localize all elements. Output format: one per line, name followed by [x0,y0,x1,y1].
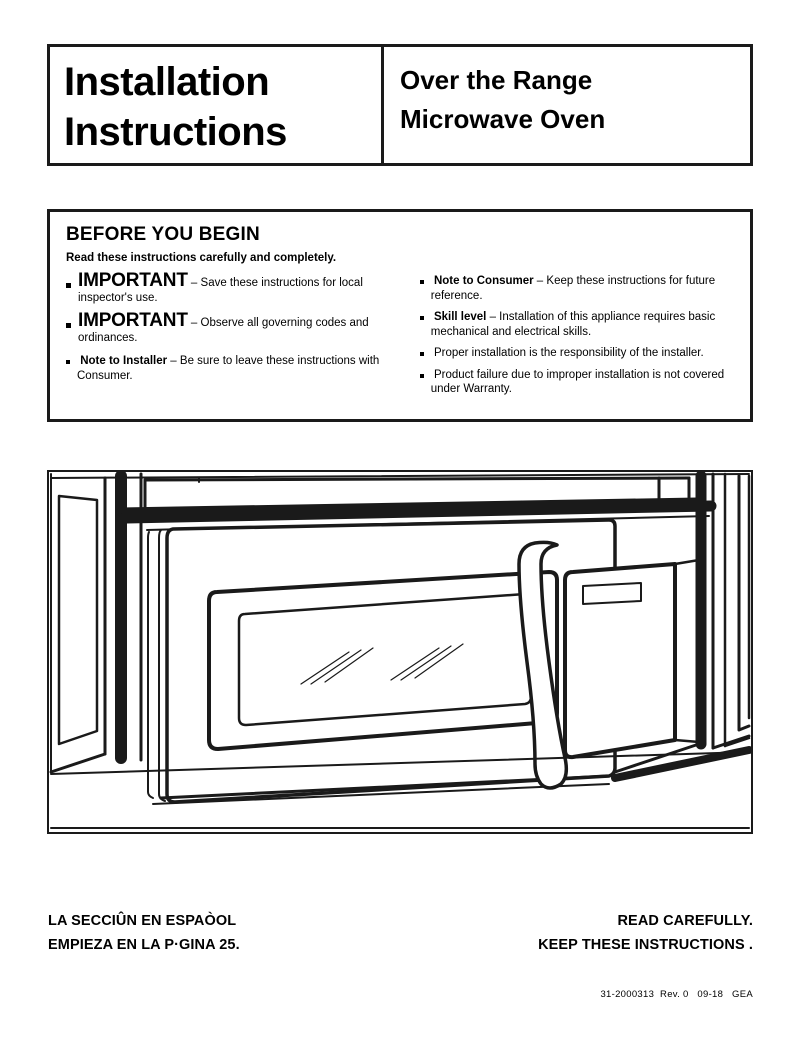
bullet-square-icon [419,316,424,320]
list-item-lead: Note to Consumer [433,275,534,287]
list-item: Proper installation is the responsibilit… [419,346,736,361]
list-item-body: Proper installation is the responsibilit… [433,347,704,359]
door-window-frame-illustration [207,570,559,751]
document-title-line-2: Instructions [64,110,287,154]
glass-reflection-icon [300,643,464,685]
before-you-begin-right-column: Note to Consumer – Keep these instructio… [412,274,736,404]
bullet-square-icon [419,373,424,378]
read-carefully-line-2: KEEP THESE INSTRUCTIONS . [538,937,753,953]
microwave-door-illustration [147,518,617,805]
before-you-begin-left-column: IMPORTANT – Save these instructions for … [66,271,412,404]
list-item-text: IMPORTANT – Observe all governing codes … [78,311,412,345]
list-item: IMPORTANT – Observe all governing codes … [66,311,412,345]
spanish-notice-line-2: EMPIEZA EN LA P·GINA 25. [48,937,240,953]
before-you-begin-box: BEFORE YOU BEGIN Read these instructions… [47,209,753,422]
counter-line-illustration [50,751,750,829]
microwave-illustration [49,472,751,829]
before-you-begin-columns: IMPORTANT – Save these instructions for … [66,271,736,404]
list-item-text: Proper installation is the responsibilit… [431,346,704,361]
before-you-begin-subtitle: Read these instructions carefully and co… [66,252,337,264]
list-item-lead: IMPORTANT [78,310,188,331]
control-panel-illustration [563,562,677,760]
list-item: Product failure due to improper installa… [419,368,736,397]
read-carefully-notice: READ CAREFULLY. KEEP THESE INSTRUCTIONS … [538,909,753,957]
list-item-text: Skill level – Installation of this appli… [431,310,736,339]
product-name-line-1: Over the Range [400,65,593,95]
spanish-section-notice: LA SECCIÛN EN ESPAÒOL EMPIEZA EN LA P·GI… [48,909,240,957]
list-item-lead: Skill level [433,311,487,323]
list-item-body: – Installation of this appliance require… [430,311,716,338]
list-item-lead: Note to Installer [80,355,168,367]
spanish-notice-line-1: LA SECCIÛN EN ESPAÒOL [48,913,237,929]
list-item-text: Note to Installer – Be sure to leave the… [77,354,412,383]
list-item-body: Product failure due to improper installa… [430,368,725,396]
list-item-body: – Keep these instructions for future ref… [430,275,716,302]
list-item-lead: IMPORTANT [78,270,188,291]
document-part-number: 31-2000313 Rev. 0 09-18 GEA [600,989,753,1000]
product-name-block: Over the Range Microwave Oven [384,47,750,163]
bullet-square-icon [66,283,71,288]
list-item-text: Note to Consumer – Keep these instructio… [431,274,736,303]
bullet-square-icon [419,280,424,284]
list-item-text: IMPORTANT – Save these instructions for … [78,271,412,305]
read-carefully-line-1: READ CAREFULLY. [617,913,753,929]
microwave-illustration-box [47,470,753,834]
list-item: Skill level – Installation of this appli… [419,310,736,339]
right-cabinet-illustration [695,472,751,750]
door-handle-illustration [517,540,569,790]
list-item-body: – Be sure to leave these instructions wi… [77,355,380,382]
bullet-square-icon [419,352,424,356]
document-header-box: Installation Instructions Over the Range… [47,44,753,166]
list-item: Note to Installer – Be sure to leave the… [66,354,412,383]
list-item-body: – Observe all governing codes and ordina… [78,317,369,344]
bullet-square-icon [66,323,71,328]
document-title-line-1: Installation [64,60,270,104]
list-item: Note to Consumer – Keep these instructio… [419,274,736,303]
product-name-line-2: Microwave Oven [400,104,606,134]
list-item-text: Product failure due to improper installa… [431,368,736,397]
list-item: IMPORTANT – Save these instructions for … [66,271,412,305]
bullet-square-icon [66,360,70,364]
before-you-begin-heading: BEFORE YOU BEGIN [66,224,260,245]
list-item-body: – Save these instructions for local insp… [78,277,363,304]
document-title-block: Installation Instructions [50,47,384,163]
